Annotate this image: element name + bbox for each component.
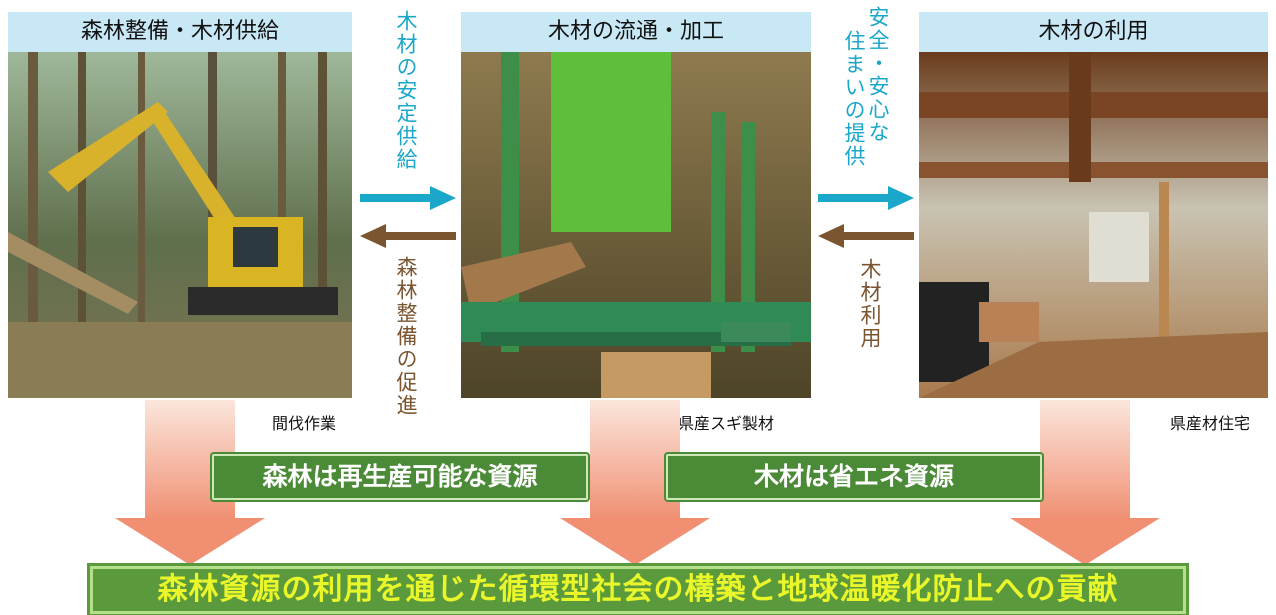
flow-label-safe-housing-1: 安全・安心な xyxy=(866,6,890,144)
arrow-left-icon xyxy=(360,224,456,248)
flow-label-stable-supply: 木材の安定供給 xyxy=(394,10,418,171)
column-header-wood-use: 木材の利用 xyxy=(919,12,1268,52)
down-arrow-icon xyxy=(1010,400,1160,565)
arrow-right-icon xyxy=(360,186,456,210)
sawmill-photo xyxy=(461,52,811,398)
caption-prefectural-house: 県産材住宅 xyxy=(1170,414,1251,433)
thinning-work-photo xyxy=(8,52,352,398)
caption-sugi-lumber: 県産スギ製材 xyxy=(678,414,775,433)
flow-label-wood-use: 木材利用 xyxy=(858,258,882,350)
flow-label-safe-housing-2: 住まいの提供 xyxy=(842,30,866,168)
timber-house-photo xyxy=(919,52,1268,398)
caption-thinning: 間伐作業 xyxy=(272,414,337,433)
arrow-left-icon xyxy=(818,224,914,248)
column-header-forest: 森林整備・木材供給 xyxy=(8,12,352,52)
energy-saving-resource-label: 木材は省エネ資源 xyxy=(666,454,1042,500)
goal-banner: 森林資源の利用を通じた循環型社会の構築と地球温暖化防止への貢献 xyxy=(90,566,1186,614)
renewable-resource-label: 森林は再生産可能な資源 xyxy=(212,454,588,500)
down-arrow-icon xyxy=(560,400,710,565)
column-header-distribution: 木材の流通・加工 xyxy=(461,12,811,52)
flow-label-forest-maintenance: 森林整備の促進 xyxy=(394,256,418,417)
arrow-right-icon xyxy=(818,186,914,210)
